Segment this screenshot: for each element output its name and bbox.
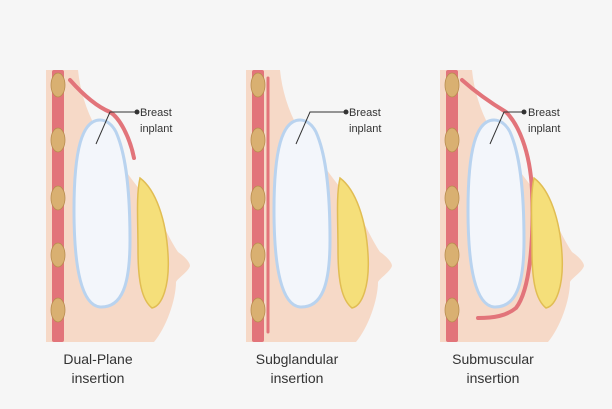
rib: [444, 297, 460, 323]
callout-label: inplant: [140, 123, 172, 135]
panel-title-line: Subglandular: [255, 351, 339, 367]
callout-label: inplant: [528, 123, 560, 135]
callout-dot: [134, 109, 140, 115]
panel-title-line: insertion: [71, 370, 125, 386]
callout-leader: [295, 111, 346, 145]
rib: [50, 127, 66, 153]
rib: [250, 242, 266, 268]
mammary-gland: [136, 176, 170, 309]
rib: [50, 185, 66, 211]
breast-implant: [466, 118, 526, 309]
ribs: [50, 72, 66, 323]
rib: [444, 127, 460, 153]
callout-dot: [343, 109, 349, 115]
ribs: [444, 72, 460, 323]
rib: [250, 72, 266, 98]
callout-label: Breast: [349, 107, 381, 119]
rib: [444, 72, 460, 98]
panel-subglandular: Breast inplant: [246, 70, 392, 342]
callout-label: inplant: [349, 123, 381, 135]
callout-leader: [489, 111, 524, 145]
panel-title-line: Dual-Plane: [63, 351, 133, 367]
rib: [50, 72, 66, 98]
mammary-gland: [530, 176, 564, 309]
callout-dot: [521, 109, 527, 115]
rib: [50, 297, 66, 323]
callout-label: Breast: [528, 107, 560, 119]
panel-title-subglandular: Subglandular insertion: [222, 350, 372, 388]
panel-dual-plane: Breast inplant: [46, 70, 190, 342]
rib: [250, 127, 266, 153]
panel-title-dual-plane: Dual-Plane insertion: [23, 350, 173, 388]
callout-leader: [95, 111, 137, 145]
panel-title-line: insertion: [466, 370, 520, 386]
panel-title-line: Submuscular: [452, 351, 534, 367]
mammary-gland: [336, 176, 370, 309]
panel-title-submuscular: Submuscular insertion: [418, 350, 568, 388]
rib: [50, 242, 66, 268]
breast-implant: [72, 118, 132, 309]
panel-title-line: insertion: [270, 370, 324, 386]
rib: [444, 242, 460, 268]
rib: [250, 185, 266, 211]
callout-label: Breast: [140, 107, 172, 119]
panel-submuscular: Breast inplant: [440, 70, 584, 342]
rib: [444, 185, 460, 211]
ribs: [250, 72, 266, 323]
breast-implant: [272, 118, 332, 309]
rib: [250, 297, 266, 323]
